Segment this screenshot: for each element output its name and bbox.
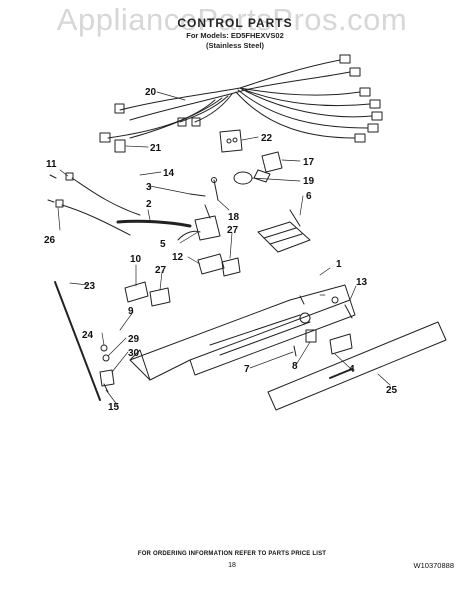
part-15-pin <box>103 383 109 393</box>
callout-19: 19 <box>303 176 315 187</box>
part-14-cable-ties <box>47 172 141 236</box>
callout-2: 2 <box>146 199 152 210</box>
part-17-lamp-socket <box>253 151 283 183</box>
part-6-control-board <box>257 209 311 253</box>
callout-14: 14 <box>163 168 175 179</box>
callout-26: 26 <box>44 235 56 246</box>
callout-10: 10 <box>130 254 142 265</box>
callout-18: 18 <box>228 212 240 223</box>
callout-25: 25 <box>386 385 398 396</box>
part-24-hinge-hardware <box>99 344 115 387</box>
part-18-screw <box>213 179 219 201</box>
part-19-bulb <box>233 171 253 185</box>
part-13-screw <box>344 304 353 319</box>
wiring-harness <box>99 54 383 143</box>
callout-6: 6 <box>306 191 312 202</box>
callout-12: 12 <box>172 252 184 263</box>
callout-5: 5 <box>160 239 166 250</box>
callout-30: 30 <box>128 348 140 359</box>
part-12-switch <box>197 253 225 275</box>
page-number: 18 <box>228 562 236 569</box>
callout-leaders <box>57 91 391 407</box>
model-line: For Models: ED5FHEXVS02 <box>186 31 284 40</box>
callout-11: 11 <box>46 159 57 170</box>
part-21-clip <box>114 139 126 153</box>
callout-29: 29 <box>128 334 140 345</box>
part-7-screw <box>293 345 297 357</box>
callout-13: 13 <box>356 277 368 288</box>
part-23-rod <box>54 281 101 401</box>
part-22-plate <box>219 129 243 153</box>
callout-20: 20 <box>145 87 157 98</box>
part-4-bracket <box>329 333 353 355</box>
watermark: AppliancePartsPros.com <box>56 2 408 37</box>
finish-line: (Stainless Steel) <box>206 41 264 50</box>
ordering-note: FOR ORDERING INFORMATION REFER TO PARTS … <box>137 551 327 557</box>
callout-27b: 27 <box>155 265 167 276</box>
callout-23: 23 <box>84 281 96 292</box>
part-5-control-switch <box>177 204 221 241</box>
callout-labels: 20 21 22 17 19 6 14 11 26 3 2 18 5 27 12… <box>44 87 398 413</box>
callout-15: 15 <box>108 402 120 413</box>
callout-21: 21 <box>150 143 162 154</box>
part-2-tube <box>116 219 192 228</box>
callout-7: 7 <box>244 364 250 375</box>
callout-9: 9 <box>128 306 134 317</box>
callout-1: 1 <box>336 259 342 270</box>
part-27-label-a <box>221 257 241 277</box>
callout-17: 17 <box>303 157 315 168</box>
callout-22: 22 <box>261 133 273 144</box>
diagram-title: CONTROL PARTS <box>177 16 293 30</box>
callout-8: 8 <box>292 361 298 372</box>
callout-3: 3 <box>146 182 152 193</box>
callout-24: 24 <box>82 330 94 341</box>
part-27-label-b <box>149 287 171 307</box>
callout-27a: 27 <box>227 225 239 236</box>
part-25-trim-strip <box>267 321 447 411</box>
part-10-bracket <box>124 281 149 303</box>
part-8-knob <box>305 329 317 343</box>
part-3-screw <box>189 193 206 197</box>
part-1-control-housing <box>129 284 356 381</box>
document-code: W10370888 <box>413 561 454 570</box>
callout-4: 4 <box>349 364 355 375</box>
